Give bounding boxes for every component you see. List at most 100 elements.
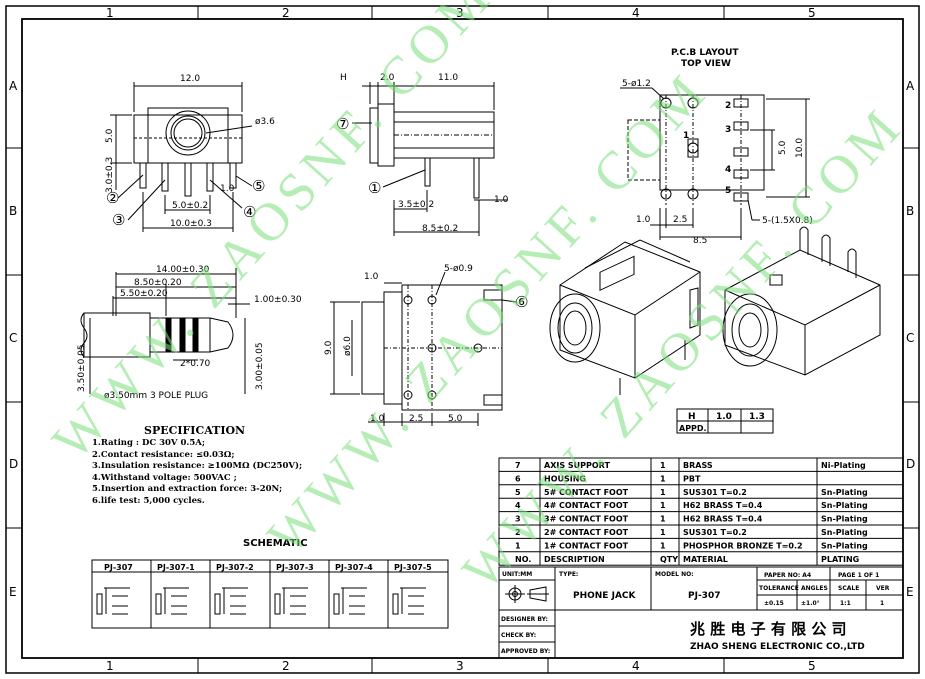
bom-cell: Sn-Plating bbox=[821, 488, 868, 497]
bom-cell: 5# CONTACT FOOT bbox=[544, 488, 629, 497]
h-table bbox=[676, 408, 774, 434]
iso-view-left bbox=[549, 239, 701, 395]
dim-plug-d3: 1.00±0.30 bbox=[254, 295, 302, 305]
bom-cell: 1 bbox=[660, 474, 666, 483]
bom-cell: 1 bbox=[660, 515, 666, 524]
row-label: E bbox=[9, 585, 17, 599]
schematic-model: PJ-307-2 bbox=[216, 563, 254, 572]
schematic-model: PJ-307-5 bbox=[394, 563, 432, 572]
bom-header-cell: QTY bbox=[660, 555, 678, 564]
dim-bv-b3: 5.0 bbox=[448, 414, 463, 424]
pcb-subtitle: TOP VIEW bbox=[681, 59, 731, 69]
row-label: D bbox=[9, 457, 18, 471]
dim-plug-right: 3.00±0.05 bbox=[255, 342, 265, 390]
tb-approved: APPROVED BY: bbox=[501, 648, 550, 655]
plug-view bbox=[80, 268, 250, 394]
spec-line: 5.Insertion and extraction force: 3-20N; bbox=[92, 484, 283, 494]
callout-5: ⑤ bbox=[252, 177, 265, 195]
tb-company-cn: 兆 胜 电 子 有 限 公 司 bbox=[690, 620, 847, 638]
col-label: 5 bbox=[808, 6, 816, 20]
front-view bbox=[110, 82, 253, 232]
side-view bbox=[352, 82, 508, 236]
bom-cell: 1 bbox=[660, 488, 666, 497]
bom-cell: 7 bbox=[515, 461, 521, 470]
tb-scale-v: 1:1 bbox=[840, 600, 851, 607]
pcb-dim-outer: 10.0 bbox=[795, 138, 805, 158]
row-label: A bbox=[9, 79, 18, 93]
spec-line: 3.Insulation resistance: ≥100MΩ (DC250V)… bbox=[92, 461, 303, 471]
dim-c: 3.5±0.2 bbox=[398, 200, 434, 210]
bom-cell: Sn-Plating bbox=[821, 501, 868, 510]
row-label: C bbox=[906, 331, 914, 345]
tb-ang-v: ±1.0° bbox=[801, 600, 820, 607]
bom-cell: 2# CONTACT FOOT bbox=[544, 528, 629, 537]
dim-height: 5.0 bbox=[105, 128, 115, 143]
bom-cell: HOUSING bbox=[544, 474, 586, 483]
dim-pin-tab: 1.0 bbox=[220, 184, 235, 194]
bom-header-cell: NO. bbox=[515, 555, 531, 564]
tb-scale-h: SCALE bbox=[838, 585, 859, 592]
dim-bv-holes: 5-ø0.9 bbox=[444, 264, 473, 274]
dim-plug-d1: 8.50±0.20 bbox=[134, 278, 182, 288]
pcb-labels: P.C.B LAYOUT TOP VIEW 5-ø1.2 5-(1.5X0.8)… bbox=[622, 48, 813, 246]
bom-cell: 1 bbox=[660, 541, 666, 550]
h-table-v2: 1.3 bbox=[749, 412, 765, 422]
pcb-pin-4: 4 bbox=[725, 165, 731, 175]
col-label: 4 bbox=[632, 659, 640, 673]
dim-bv-top: 1.0 bbox=[364, 272, 379, 282]
dim-hole: ø3.6 bbox=[255, 117, 275, 127]
schematic-labels: SCHEMATIC PJ-307 PJ-307-1 PJ-307-2 PJ-30… bbox=[104, 538, 432, 572]
col-label: 5 bbox=[808, 659, 816, 673]
tb-tol-v: ±0.15 bbox=[764, 600, 784, 607]
pcb-dim-width: 8.5 bbox=[693, 236, 707, 246]
row-label: C bbox=[9, 331, 17, 345]
bom-cell: 3 bbox=[515, 515, 521, 524]
bom-header-cell: DESCRIPTION bbox=[544, 555, 605, 564]
col-label: 1 bbox=[106, 659, 114, 673]
pcb-pin-5: 5 bbox=[725, 186, 731, 196]
bom-cell: 1# CONTACT FOOT bbox=[544, 541, 629, 550]
h-table-h: H bbox=[688, 412, 696, 422]
pcb-layout bbox=[620, 87, 810, 240]
spec-line: 6.life test: 5,000 cycles. bbox=[92, 495, 205, 506]
dim-width: 12.0 bbox=[180, 74, 200, 84]
spec-line: 1.Rating : DC 30V 0.5A; bbox=[92, 438, 205, 448]
pcb-pad-note: 5-(1.5X0.8) bbox=[762, 216, 813, 226]
specification: SPECIFICATION 1.Rating : DC 30V 0.5A; 2.… bbox=[92, 424, 302, 507]
bom-header-cell: PLATING bbox=[821, 555, 859, 564]
dim-h: H bbox=[340, 73, 347, 83]
tb-type-value: PHONE JACK bbox=[573, 591, 637, 601]
bom-cell: H62 BRASS T=0.4 bbox=[683, 515, 763, 524]
tb-tol-h: TOLERANCE bbox=[759, 585, 799, 592]
bom-cell: Ni-Plating bbox=[821, 461, 866, 470]
tb-ang-h: ANGLES bbox=[801, 585, 828, 592]
bom-cell: 5 bbox=[515, 488, 521, 497]
col-label: 2 bbox=[282, 659, 290, 673]
bom-cell: 4 bbox=[515, 501, 521, 510]
callout-4: ④ bbox=[243, 203, 256, 221]
pcb-dim-pitch: 2.5 bbox=[673, 215, 687, 225]
schematic bbox=[91, 559, 449, 629]
dim-plug-d2: 5.50±0.20 bbox=[120, 289, 168, 299]
bom-cell: 3# CONTACT FOOT bbox=[544, 515, 629, 524]
pcb-hole-note: 5-ø1.2 bbox=[622, 79, 651, 89]
row-label: B bbox=[906, 204, 914, 218]
tb-model-label: MODEL NO: bbox=[655, 571, 694, 578]
row-label: E bbox=[906, 585, 914, 599]
dim-pin-height: 3.0±0.3 bbox=[105, 157, 115, 193]
bom-cell: AXIS SUPPORT bbox=[544, 461, 610, 470]
bom-cell: 2 bbox=[515, 528, 521, 537]
h-table-labels: H 1.0 1.3 APPD. bbox=[679, 412, 765, 433]
schematic-title: SCHEMATIC bbox=[243, 538, 308, 549]
dim-pin-pitch: 5.0±0.2 bbox=[172, 201, 208, 211]
bom-cell: BRASS bbox=[683, 461, 713, 470]
h-table-v1: 1.0 bbox=[716, 412, 732, 422]
row-label: A bbox=[906, 79, 915, 93]
bom-cell: 1 bbox=[515, 541, 521, 550]
plug-caption: ø3.50mm 3 POLE PLUG bbox=[104, 391, 208, 401]
dim-plug-left: 3.50±0.05 bbox=[77, 344, 87, 392]
pcb-dim-inner: 5.0 bbox=[778, 140, 788, 155]
col-label: 1 bbox=[106, 6, 114, 20]
